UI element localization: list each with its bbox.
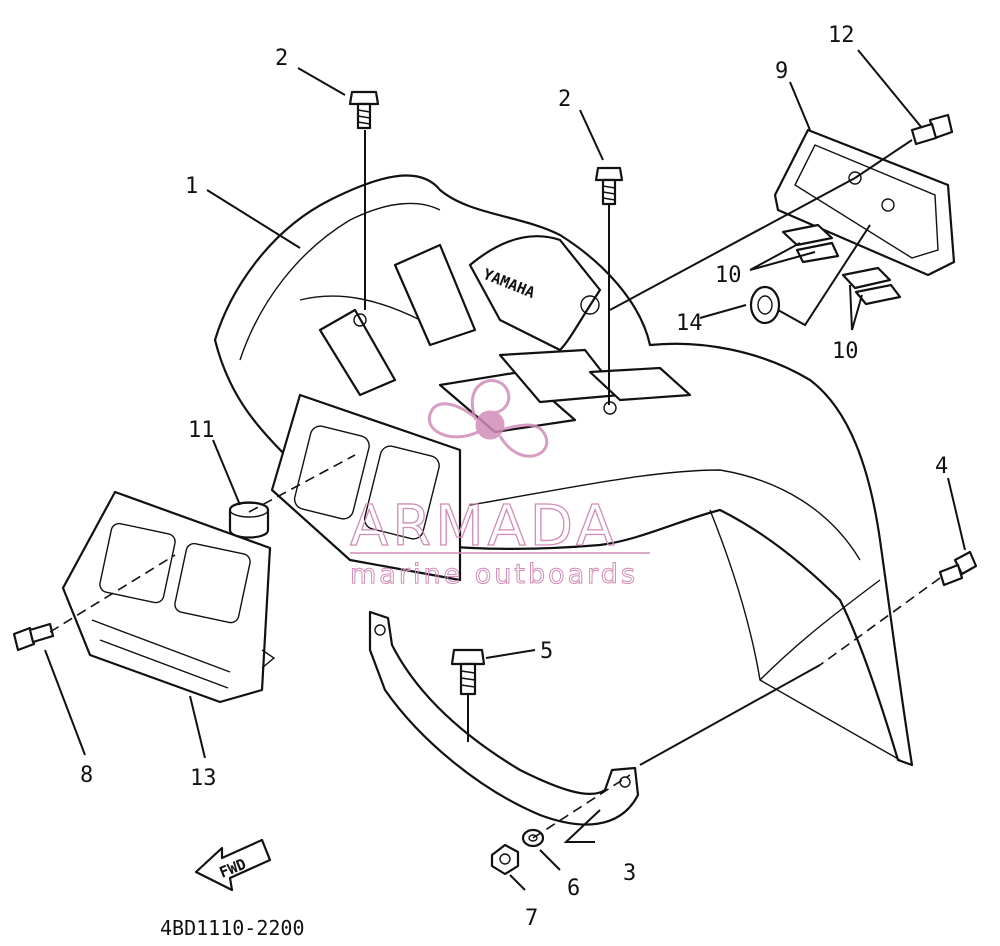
bolt-8 bbox=[12, 622, 55, 652]
callout-14: 14 bbox=[676, 311, 703, 336]
armada-watermark: ARMADA marine outboards bbox=[349, 379, 650, 591]
fwd-arrow: FWD bbox=[194, 838, 272, 892]
headlight-housing bbox=[270, 393, 462, 582]
front-fender: YAMAHA bbox=[213, 174, 914, 767]
grommet bbox=[749, 285, 781, 325]
callout-5: 5 bbox=[540, 639, 553, 664]
diagram-code: 4BD1110-2200 bbox=[160, 916, 305, 940]
callout-4: 4 bbox=[935, 454, 948, 479]
leader-lines bbox=[44, 49, 966, 891]
collar bbox=[228, 501, 270, 539]
callout-3: 3 bbox=[623, 861, 636, 886]
callout-10a: 10 bbox=[715, 263, 742, 288]
callout-11: 11 bbox=[188, 418, 215, 443]
callout-6: 6 bbox=[567, 876, 580, 901]
assembly-lines bbox=[49, 130, 941, 839]
callout-2b: 2 bbox=[558, 87, 571, 112]
callout-13: 13 bbox=[190, 766, 217, 791]
callout-12: 12 bbox=[828, 23, 855, 48]
callout-numbers: 1 2 2 3 4 5 6 7 8 9 10 10 11 12 13 14 bbox=[80, 23, 948, 931]
watermark-tagline: marine outboards bbox=[350, 559, 638, 590]
rubber-pads bbox=[781, 223, 902, 306]
callout-9: 9 bbox=[775, 59, 788, 84]
bolt-2a bbox=[348, 90, 380, 130]
headlight-bezel bbox=[773, 128, 956, 277]
callout-7: 7 bbox=[525, 906, 538, 931]
stay-bracket bbox=[368, 610, 640, 826]
front-grille bbox=[61, 490, 276, 704]
bolt-12 bbox=[910, 113, 954, 146]
bolt-2b bbox=[594, 166, 624, 206]
nut-7 bbox=[490, 843, 520, 876]
bolt-4 bbox=[938, 550, 978, 587]
callout-2a: 2 bbox=[275, 46, 288, 71]
callout-8: 8 bbox=[80, 763, 93, 788]
propeller-logo bbox=[427, 379, 549, 458]
callout-10b: 10 bbox=[832, 339, 859, 364]
bolt-5 bbox=[450, 648, 486, 696]
callout-1: 1 bbox=[185, 174, 198, 199]
watermark-name: ARMADA bbox=[350, 494, 618, 559]
